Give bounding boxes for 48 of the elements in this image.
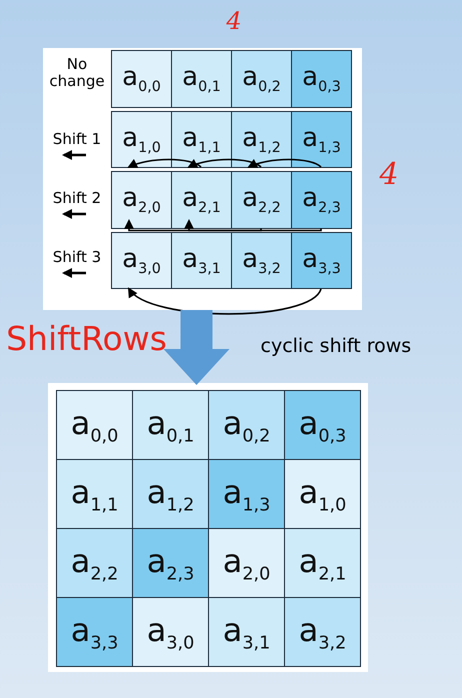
dimension-note: 4 xyxy=(225,8,243,36)
matrix-cell: a$_{3,2}$ xyxy=(284,597,361,667)
matrix-cell: a$_{0,2}$ xyxy=(231,50,292,108)
curved-arrow xyxy=(124,219,262,232)
matrix-cell: a$_{3,1}$ xyxy=(208,597,285,667)
matrix-cell: a$_{3,1}$ xyxy=(171,232,232,289)
matrix-cell: a$_{2,2}$ xyxy=(231,171,292,228)
curved-arrow xyxy=(247,158,322,168)
matrix-cell: a$_{3,3}$ xyxy=(56,597,133,667)
matrix-cell: a$_{0,0}$ xyxy=(111,50,172,108)
edge-label: cyclic shift rows xyxy=(260,336,412,358)
row-label: Shift 2 xyxy=(52,190,102,208)
matrix-cell: a$_{2,3}$ xyxy=(291,171,352,228)
matrix-cell: a$_{1,3}$ xyxy=(208,459,285,529)
handwritten-title: ShiftRows xyxy=(5,320,168,358)
matrix-cell: a$_{2,3}$ xyxy=(132,528,209,598)
matrix-cell: a$_{0,3}$ xyxy=(291,50,352,108)
matrix-cell: a$_{1,1}$ xyxy=(56,459,133,529)
matrix-cell: a$_{1,1}$ xyxy=(171,110,232,168)
dimension-note: 4 xyxy=(378,158,400,192)
matrix-cell: a$_{3,3}$ xyxy=(291,232,352,289)
matrix-cell: a$_{3,0}$ xyxy=(132,597,209,667)
matrix-cell: a$_{2,0}$ xyxy=(208,528,285,598)
matrix-cell: a$_{1,2}$ xyxy=(231,110,292,168)
block-arrow xyxy=(164,310,230,385)
matrix-cell: a$_{0,0}$ xyxy=(56,390,133,460)
matrix-panel xyxy=(43,48,362,310)
matrix-cell: a$_{2,1}$ xyxy=(171,171,232,228)
curved-arrow xyxy=(127,158,202,168)
matrix-cell: a$_{0,3}$ xyxy=(284,390,361,460)
curved-arrow xyxy=(187,158,262,168)
matrix-cell: a$_{1,2}$ xyxy=(132,459,209,529)
row-label: Shift 1 xyxy=(52,131,102,148)
matrix-panel xyxy=(48,383,368,672)
matrix-cell: a$_{2,0}$ xyxy=(111,171,172,228)
curved-arrow xyxy=(184,219,322,232)
matrix-cell: a$_{2,1}$ xyxy=(284,528,361,598)
matrix-cell: a$_{1,0}$ xyxy=(284,459,361,529)
matrix-cell: a$_{1,3}$ xyxy=(291,110,352,168)
matrix-cell: a$_{3,2}$ xyxy=(231,232,292,289)
matrix-cell: a$_{1,0}$ xyxy=(111,110,172,168)
row-label: No change xyxy=(48,56,106,90)
matrix-cell: a$_{0,1}$ xyxy=(171,50,232,108)
matrix-cell: a$_{0,1}$ xyxy=(132,390,209,460)
row-label: Shift 3 xyxy=(52,249,102,266)
matrix-cell: a$_{3,0}$ xyxy=(111,232,172,289)
matrix-cell: a$_{2,2}$ xyxy=(56,528,133,598)
matrix-cell: a$_{0,2}$ xyxy=(208,390,285,460)
